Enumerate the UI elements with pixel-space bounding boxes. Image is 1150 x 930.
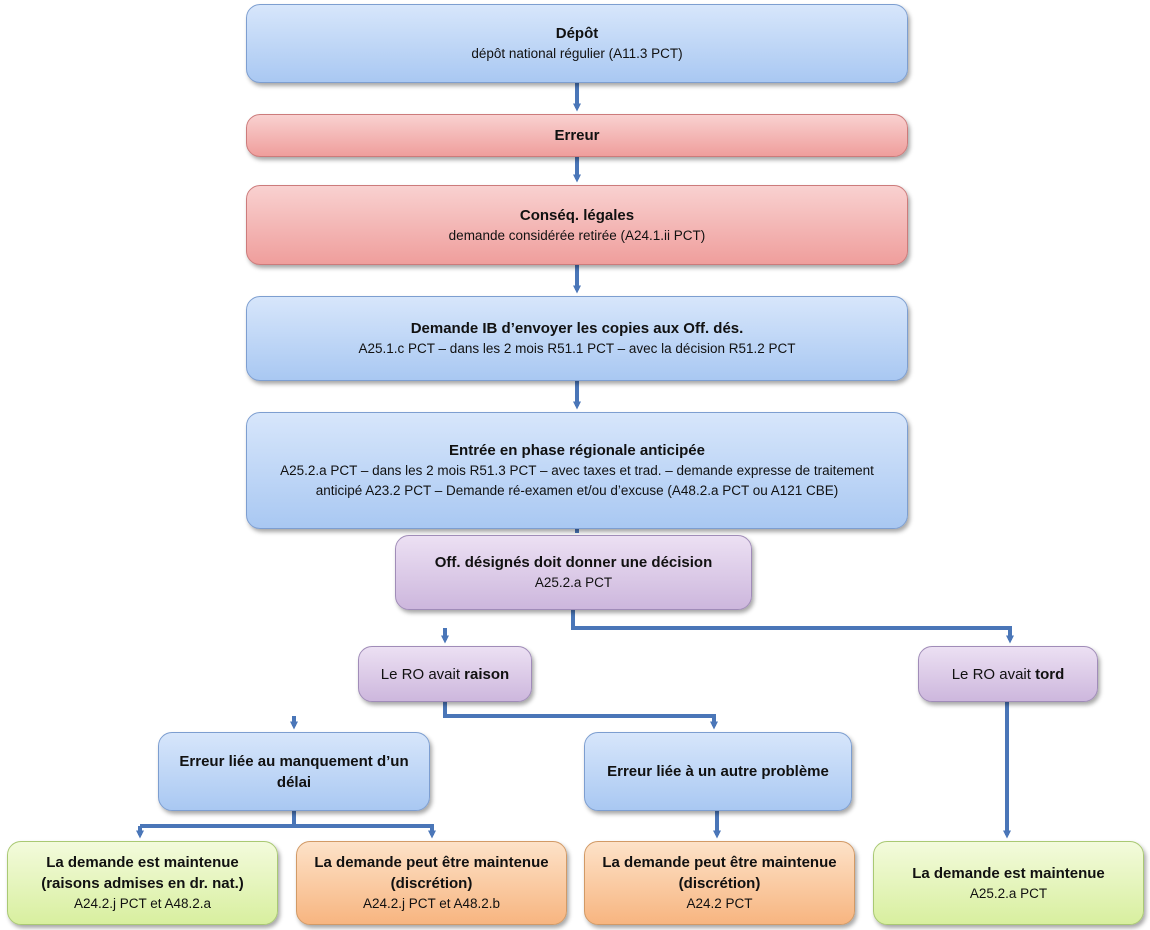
node-entree-subtitle: A25.2.a PCT – dans les 2 mois R51.3 PCT …: [280, 463, 874, 498]
node-depot-title: Dépôt: [555, 25, 599, 42]
node-erreur-delai: Erreur liée au manquement d’un délai: [158, 732, 430, 811]
node-leaf3-subtitle: A24.2 PCT: [686, 896, 753, 911]
node-leaf2-title: La demande peut être maintenue (discréti…: [314, 854, 549, 892]
node-consequences-legales: Conséq. légales demande considérée retir…: [246, 185, 908, 265]
node-conseq-title: Conséq. légales: [519, 206, 635, 224]
node-leaf1-title: La demande est maintenue (raisons admise…: [41, 854, 244, 892]
node-leaf-maintenue-discretion-delai: La demande peut être maintenue (discréti…: [296, 841, 567, 925]
node-leaf-maintenue-dr-nat: La demande est maintenue (raisons admise…: [7, 841, 278, 925]
node-leaf4-subtitle: A25.2.a PCT: [969, 885, 1048, 901]
node-raison-label: Le RO avait raison: [381, 664, 509, 685]
node-ro-raison: Le RO avait raison: [358, 646, 532, 702]
node-depot-subtitle: dépôt national régulier (A11.3 PCT): [471, 46, 683, 61]
node-ib-subtitle: A25.1.c PCT – dans les 2 mois R51.1 PCT …: [358, 341, 796, 356]
node-tord-prefix: Le RO avait: [951, 665, 1036, 683]
node-leaf4-title: La demande est maintenue: [912, 864, 1105, 882]
node-leaf1-subtitle: A24.2.j PCT et A48.2.a: [73, 896, 212, 911]
node-raison-bold: raison: [464, 665, 510, 683]
node-conseq-subtitle: demande considérée retirée (A24.1.ii PCT…: [448, 227, 706, 243]
node-leaf-maintenue-tord: La demande est maintenue A25.2.a PCT: [873, 841, 1144, 925]
node-tord-label: Le RO avait tord: [952, 664, 1065, 685]
node-erreur: Erreur: [246, 114, 908, 157]
node-erreur-autre-probleme: Erreur liée à un autre problème: [584, 732, 852, 811]
node-leaf-maintenue-discretion-autre: La demande peut être maintenue (discréti…: [584, 841, 855, 925]
connector-raison-branch: [443, 702, 718, 730]
node-entree-phase-regionale: Entrée en phase régionale anticipée A25.…: [246, 412, 908, 529]
node-off-title: Off. désignés doit donner une décision: [434, 554, 713, 571]
node-ro-tord: Le RO avait tord: [918, 646, 1098, 702]
connector-delai-branch: [292, 811, 436, 839]
node-offices-designes: Off. désignés doit donner une décision A…: [395, 535, 752, 610]
connector-off-branch: [571, 610, 1012, 640]
node-leaf3-title: La demande peut être maintenue (discréti…: [602, 854, 837, 892]
node-off-subtitle: A25.2.a PCT: [534, 575, 613, 590]
node-raison-prefix: Le RO avait: [380, 665, 465, 683]
node-ib-title: Demande IB d’envoyer les copies aux Off.…: [410, 320, 744, 337]
node-leaf2-subtitle: A24.2.j PCT et A48.2.b: [362, 896, 501, 911]
node-demande-ib: Demande IB d’envoyer les copies aux Off.…: [246, 296, 908, 381]
node-entree-title: Entrée en phase régionale anticipée: [449, 442, 705, 459]
node-delai-title: Erreur liée au manquement d’un délai: [179, 752, 409, 791]
node-depot: Dépôt dépôt national régulier (A11.3 PCT…: [246, 4, 908, 83]
node-erreur-title: Erreur: [554, 127, 600, 144]
node-tord-bold: tord: [1035, 665, 1065, 683]
node-autre-title: Erreur liée à un autre problème: [607, 763, 829, 780]
